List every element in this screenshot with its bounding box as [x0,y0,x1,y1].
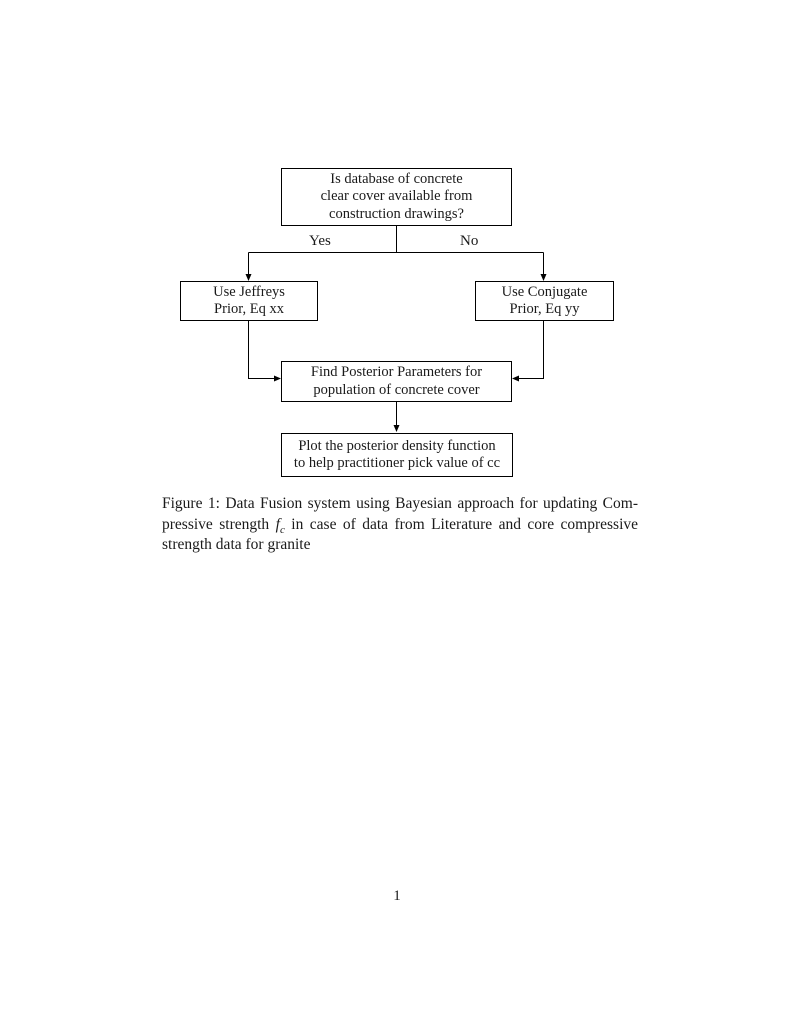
jeffreys-prior-box-line-2: Prior, Eq xx [214,301,284,317]
plot-density-box: Plot the posterior density function to h… [281,433,513,477]
figure-caption-line-2: pressive strength fc in case of data fro… [162,515,638,536]
no-branch-label: No [460,233,479,249]
decision-box-line-2: clear cover available from [320,188,473,205]
posterior-parameters-box-line-1: Find Posterior Parameters for [310,364,483,380]
arrowhead-to-conjugate-icon [540,274,547,281]
page-number: 1 [393,888,401,904]
yes-branch-label: Yes [309,233,331,249]
plot-density-box-line-1: Plot the posterior density function [298,437,496,454]
figure-caption-line-2-pre: pressive strength [162,515,270,533]
decision-box-line-3: construction drawings? [329,205,464,222]
arrowhead-to-jeffreys-icon [245,274,252,281]
arrowhead-to-plot-icon [393,425,400,432]
math-fc-var: f [275,515,280,533]
decision-box: Is database of concrete clear cover avai… [281,168,512,226]
conjugate-prior-box: Use Conjugate Prior, Eq yy [475,281,614,321]
figure-caption-line-2-post: in case of data from Literature and core… [291,515,639,533]
arrowhead-to-posterior-left-icon [274,375,281,382]
figure-caption-line-1: Figure 1: Data Fusion system using Bayes… [162,495,638,512]
plot-density-box-line-2: to help practitioner pick value of cc [293,455,501,471]
jeffreys-prior-box: Use Jeffreys Prior, Eq xx [180,281,318,321]
decision-box-line-1: Is database of concrete [330,170,463,187]
math-fc-subscript: c [279,523,285,536]
conjugate-prior-box-line-1: Use Conjugate [501,283,588,300]
connector-right-elbow [519,321,544,379]
posterior-parameters-box-line-2: population of concrete cover [313,381,480,398]
arrowhead-to-posterior-right-icon [512,375,519,382]
posterior-parameters-box: Find Posterior Parameters for population… [281,361,512,402]
figure-caption-line-3: strength data for granite [162,536,311,554]
figure-caption: Figure 1: Data Fusion system using Bayes… [162,494,638,556]
connector-left-elbow [248,321,274,379]
jeffreys-prior-box-line-1: Use Jeffreys [213,283,285,300]
conjugate-prior-box-line-2: Prior, Eq yy [509,301,580,317]
math-fc-symbol: fc [275,515,285,536]
